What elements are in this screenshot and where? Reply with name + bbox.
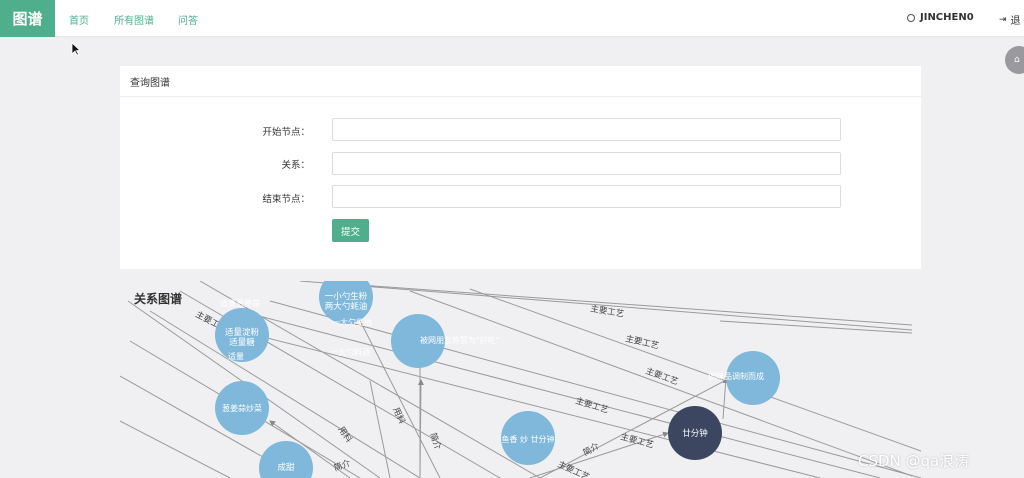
edge-label: 主要工艺 (619, 431, 655, 450)
graph-node[interactable] (391, 314, 445, 368)
graph-edge (219, 325, 821, 478)
edge-label: 简介 (427, 431, 443, 451)
user-icon (907, 13, 915, 22)
floating-label: 适量葱姜蒜 (220, 298, 260, 308)
graph-node[interactable]: 葱姜蒜炒菜 (215, 381, 269, 435)
edge-label: 主要工艺 (574, 395, 610, 415)
graph-node-label: 一小勺生粉 (325, 291, 368, 302)
graph-node[interactable] (726, 351, 780, 405)
graph-node[interactable]: 鱼香 炒 廿分钟 (501, 411, 555, 465)
graph-node-label: 成甜 (277, 462, 295, 473)
graph-edge (417, 379, 424, 478)
home-floating-button[interactable]: ⌂ (1005, 46, 1024, 74)
graph-edge (239, 310, 881, 478)
graph-edge (299, 281, 913, 331)
floating-label: 适量 (228, 351, 244, 361)
graph-node[interactable]: 适量淀粉 适量糖 (215, 308, 269, 362)
graph-node[interactable]: 成甜 (259, 441, 313, 478)
relation-label: 关系： (281, 160, 310, 171)
logout-icon: ⇥ (999, 14, 1007, 25)
graph-edge (269, 420, 351, 478)
edge-label: 主要工艺 (624, 333, 660, 351)
graph-title: 关系图谱 (134, 292, 183, 306)
logout-button[interactable]: ⇥ 退 (999, 12, 1021, 28)
floating-label: 一大勺生抽 (332, 317, 372, 327)
graph-edge (409, 290, 913, 477)
relation-graph[interactable]: 主要工艺 主要工艺 主要工艺 主要工艺 主要工艺 主要工艺 主要工艺 用料 用料… (120, 281, 921, 478)
home-icon: ⌂ (1014, 55, 1020, 65)
start-node-input[interactable] (332, 118, 841, 141)
graph-edge (149, 310, 421, 478)
nav-link-qa[interactable]: 问答 (178, 16, 198, 27)
query-card: 查询图谱 开始节点： 关系： 结束节点： 提交 (120, 66, 921, 269)
graph-node-label: 两大勺蚝油 (325, 301, 368, 312)
nav-link-home[interactable]: 首页 (69, 16, 89, 27)
graph-node-label: 适量糖 (229, 337, 255, 348)
logout-label: 退 (1010, 16, 1021, 27)
graph-edge (539, 377, 731, 478)
graph-node-highlighted[interactable]: 廿分钟 (668, 406, 722, 460)
graph-edge (722, 377, 729, 420)
nav-link-all-graphs[interactable]: 所有图谱 (114, 16, 154, 27)
start-node-label: 开始节点： (262, 127, 310, 138)
graph-edge (529, 431, 669, 478)
graph-node-label: 适量淀粉 (225, 327, 260, 338)
username: JINCHEN0 (920, 12, 974, 23)
graph-node-label: 葱姜蒜炒菜 (222, 403, 262, 413)
floating-label: 被网朋友称赞为"好吃" (420, 335, 499, 345)
graph-node-label: 廿分钟 (682, 428, 708, 439)
floating-label: 调味品调制而成 (708, 371, 764, 381)
watermark: CSDN @qa浪涛 (858, 452, 970, 470)
graph-panel: 主要工艺 主要工艺 主要工艺 主要工艺 主要工艺 主要工艺 主要工艺 用料 用料… (120, 281, 921, 478)
query-card-title: 查询图谱 (120, 66, 921, 97)
user-menu[interactable]: JINCHEN0 (907, 12, 974, 23)
floating-labels: 适量葱姜蒜 适量 一大勺生抽 一大勺料酒 被网朋友称赞为"好吃" 调味品调制而成 (220, 298, 764, 381)
graph-node[interactable]: 一小勺生粉 两大勺蚝油 (319, 281, 373, 324)
end-node-input[interactable] (332, 185, 841, 208)
end-node-label: 结束节点： (262, 194, 310, 205)
graph-edge (269, 300, 921, 478)
graph-node-label: 鱼香 炒 廿分钟 (501, 434, 554, 444)
graph-edge (719, 320, 913, 334)
graph-edge (359, 284, 913, 326)
relation-input[interactable] (332, 152, 841, 175)
graph-edge (369, 380, 391, 478)
graph-edge (120, 420, 231, 478)
brand-logo[interactable]: 图谱 (0, 0, 55, 37)
graph-edge (469, 288, 921, 452)
submit-button[interactable]: 提交 (332, 219, 369, 242)
mouse-cursor-icon (71, 42, 81, 56)
top-navbar: 图谱 首页 所有图谱 问答 JINCHEN0 ⇥ 退 (0, 0, 1024, 37)
floating-label: 一大勺料酒 (330, 347, 370, 357)
edge-label: 主要工艺 (556, 459, 591, 478)
graph-edge (349, 300, 441, 478)
